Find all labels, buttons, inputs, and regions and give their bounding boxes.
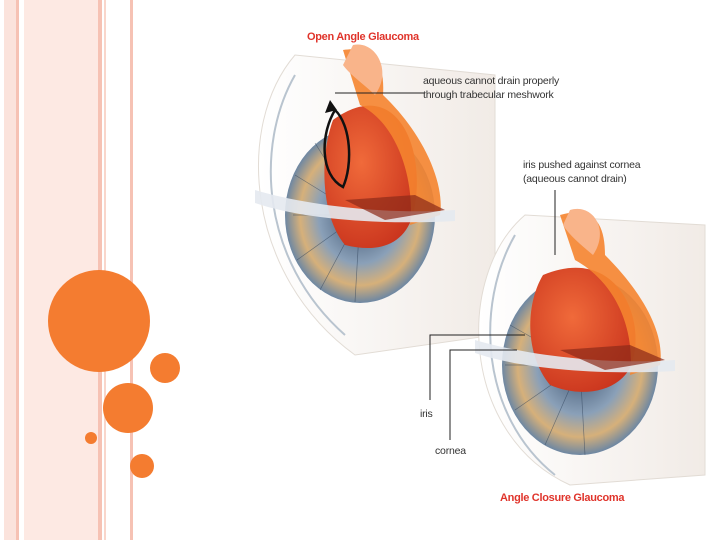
decorative-circle-small-bottom [130,454,154,478]
decorative-stripes [0,0,140,540]
bottom-title: Angle Closure Glaucoma [500,492,624,504]
glaucoma-diagram: Open Angle Glaucoma aqueous cannot drain… [225,15,715,515]
decorative-circle-small [150,353,180,383]
label-iris-pushed-line2: (aqueous cannot drain) [523,173,627,185]
label-aqueous-line1: aqueous cannot drain properly [423,75,559,87]
decorative-circle-medium [103,383,153,433]
stripe [4,0,16,540]
label-cornea: cornea [435,445,466,457]
decorative-circle-tiny [85,432,97,444]
top-title: Open Angle Glaucoma [307,31,419,43]
label-iris: iris [420,408,433,420]
stripe [24,0,98,540]
decorative-circle-large [48,270,150,372]
label-iris-pushed-line1: iris pushed against cornea [523,159,640,171]
stripe [16,0,19,540]
label-aqueous-line2: through trabecular meshwork [423,89,554,101]
